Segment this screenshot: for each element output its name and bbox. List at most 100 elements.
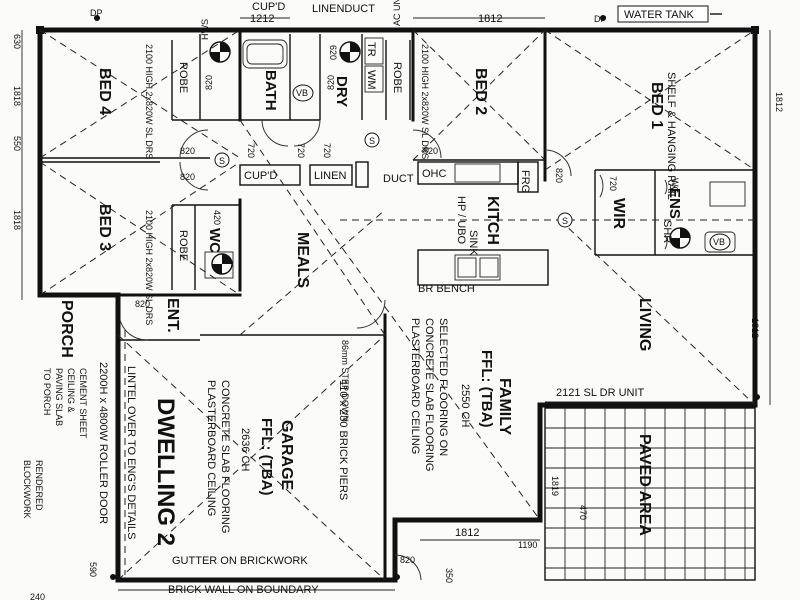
dim-350: 350	[444, 568, 454, 583]
note-brick-piers: 110 x 230 BRICK PIERS	[337, 380, 349, 500]
dim-550: 550	[12, 136, 22, 151]
downpipe-icon	[394, 574, 400, 580]
room-porch: PORCH	[58, 300, 75, 358]
room-meals: MEALS	[294, 232, 311, 288]
downpipe-icon	[754, 394, 760, 400]
room-bed2: BED 2	[472, 68, 489, 115]
note-gutter: GUTTER ON BRICKWORK	[172, 555, 308, 567]
downpipe-icon	[600, 15, 606, 21]
dp-label: DP	[90, 8, 103, 18]
room-bath: BATH	[262, 70, 279, 111]
room-living: LIVING	[636, 298, 653, 351]
cupd-label: CUP'D	[252, 1, 285, 13]
vb-label: VB	[296, 88, 308, 98]
dim-1812-top: 1812	[478, 13, 502, 25]
smoke-detector-icon	[214, 152, 230, 168]
dim-820-f: 820	[554, 168, 564, 183]
sink-label: SINK	[467, 230, 479, 256]
paved-area-grid	[544, 407, 756, 581]
dim-820-c: 820	[204, 75, 214, 90]
exhaust-fan-icon	[339, 41, 361, 63]
linenduct-label: LINENDUCT	[312, 3, 375, 15]
dim-420: 420	[212, 210, 222, 225]
exhaust-fan-icon	[209, 41, 231, 63]
dim-240: 240	[30, 592, 45, 600]
dim-1812-bottom: 1812	[455, 527, 479, 539]
dim-590: 590	[88, 562, 98, 577]
note-family-fl3: PLASTERBOARD CEILING	[409, 318, 421, 454]
room-kitch: KITCH	[484, 196, 501, 245]
linen-label: LINEN	[314, 170, 346, 182]
dim-1818-bottom: 1818	[12, 210, 22, 230]
note-porch-2: CEILING &	[66, 368, 76, 413]
ac-unit-label: AC UNIT	[392, 0, 402, 26]
fixtures	[94, 15, 760, 580]
note-sl-drs-bed3: 2100 HIGH 2x820W SL DRS	[144, 210, 154, 325]
room-dry: DRY	[333, 76, 350, 107]
ohc-label: OHC	[422, 168, 447, 180]
door-swings	[119, 119, 668, 581]
dim-820-d: 820	[326, 75, 336, 90]
dim-720-c: 720	[322, 143, 332, 158]
hws-label: HWS	[200, 19, 210, 40]
room-wc-ens: WC	[670, 178, 680, 193]
dim-720-a: 720	[246, 143, 256, 158]
room-wc: WC	[206, 228, 223, 253]
dim-820-h: 820	[400, 555, 415, 565]
dim-630: 630	[12, 34, 22, 49]
dwelling-2-label: DWELLING 2	[152, 398, 179, 546]
room-family: FAMILY	[496, 378, 513, 436]
downpipe-icon	[110, 574, 116, 580]
frg-label: FRG	[519, 170, 531, 193]
dim-1812-mid: 1812	[750, 318, 760, 338]
note-sl-drs-bed4: 2100 HIGH 2x820W SL DRS	[144, 44, 154, 159]
room-bed1: BED 1	[648, 82, 665, 129]
dim-1812-right: 1812	[774, 92, 784, 112]
room-wm: WM	[365, 70, 377, 90]
note-garage-ffl: FFL: (TBA)	[258, 418, 275, 495]
smoke-detector-icon	[364, 132, 380, 148]
room-diagonals	[39, 29, 756, 581]
room-tr: TR	[365, 42, 377, 57]
note-porch-4: TO PORCH	[42, 368, 52, 415]
note-shelf: SHELF & HANGING RAIL	[665, 72, 677, 200]
dim-1818-top: 1818	[12, 86, 22, 106]
dim-720-b: 720	[296, 143, 306, 158]
duct-label: DUCT	[383, 173, 414, 185]
dim-720-d: 720	[608, 176, 618, 191]
room-wir: WIR	[610, 198, 627, 230]
downpipe-icon	[94, 15, 100, 21]
sl-dr-unit-label: 2121 SL DR UNIT	[556, 387, 645, 399]
room-shr: SHR	[661, 220, 673, 243]
note-step-down: 86mm STEP DOWN	[340, 340, 350, 422]
br-bench-label: BR BENCH	[418, 283, 475, 295]
interior-walls	[38, 32, 755, 582]
room-garage: GARAGE	[278, 420, 295, 491]
note-garage-fl2: PLASTERBOARD CEILING	[205, 380, 217, 516]
room-robe-bed2: ROBE	[391, 62, 403, 93]
dp-label: DP	[594, 14, 607, 24]
note-roller-door: 2200H x 4800W ROLLER DOOR	[97, 362, 109, 524]
vanity-basin-icon	[292, 84, 314, 102]
note-garage-fl1: CONCRETE SLAB FLOORING	[219, 380, 231, 533]
dim-820-b: 820	[180, 172, 195, 182]
dim-620: 620	[328, 45, 338, 60]
smoke-s: S	[369, 136, 375, 146]
note-family-fl2: CONCRETE SLAB FLOORING	[423, 318, 435, 471]
dim-820-a: 820	[180, 146, 195, 156]
room-bed3: BED 3	[96, 204, 113, 251]
water-tank-box	[617, 5, 709, 23]
note-lintel: LINTEL OVER TO ENG'S DETAILS	[125, 366, 137, 539]
note-family-fl1: SELECTED FLOORING ON	[437, 318, 449, 456]
note-sl-drs-bed2: 2100 HIGH 2x820W SL DRS	[420, 44, 430, 159]
note-brick-wall: BRICK WALL ON BOUNDARY	[168, 584, 319, 596]
dim-470: 470	[578, 505, 588, 520]
note-garage-ch: 2636 CH	[239, 428, 251, 471]
note-family-ffl: FFL: (TBA)	[478, 350, 495, 427]
water-tank-label: WATER TANK	[624, 9, 695, 21]
hp-ubo-label: HP / UBO	[455, 196, 467, 245]
cupd-label-interior: CUP'D	[244, 170, 277, 182]
note-porch-3: PAVING SLAB	[54, 368, 64, 426]
room-ent: ENT.	[164, 298, 181, 333]
